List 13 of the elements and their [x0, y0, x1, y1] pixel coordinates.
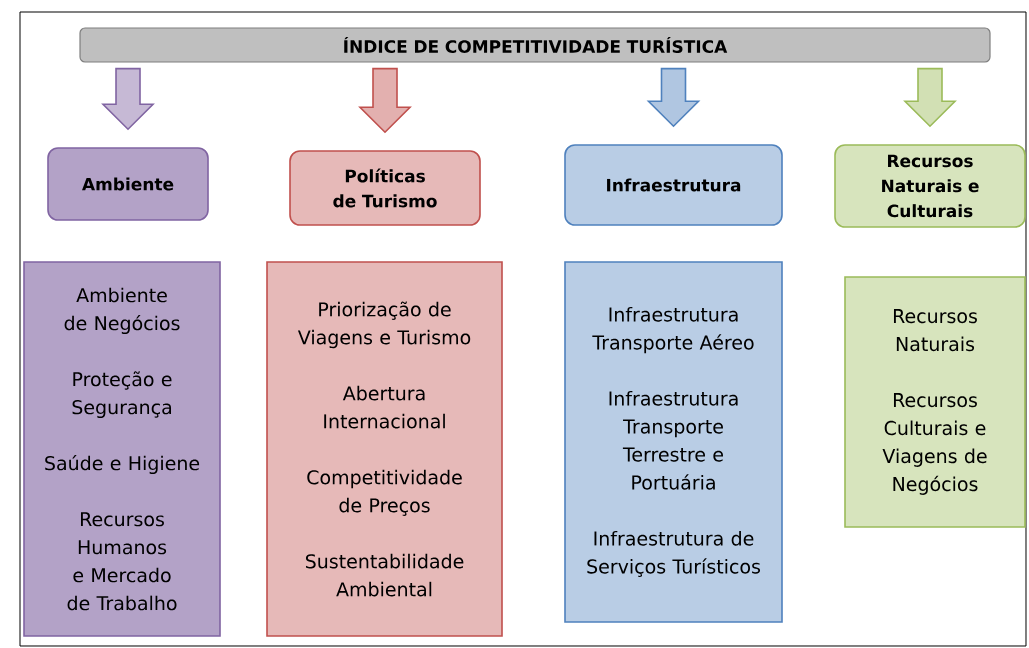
indicator-box: Priorização de Viagens e Turismo Abertura Internacional Competitividade de Preços Sustentabilidade Ambiental [266, 261, 503, 637]
indicator-box: Infraestrutura Transporte Aéreo Infraestrutura Transporte Terrestre e Portuária Infraestrutura de Serviços Turísticos [564, 261, 783, 623]
category-box: Recursos Naturais e Culturais [834, 144, 1026, 228]
block-arrow [646, 67, 701, 128]
indicator-box: Recursos Naturais Recursos Culturais e Viagens de Negócios [844, 276, 1026, 528]
category-box: Infraestrutura [564, 144, 783, 226]
block-arrow [903, 67, 957, 128]
block-arrow [358, 67, 412, 134]
category-box: Ambiente [47, 147, 209, 221]
title-bar: ÍNDICE DE COMPETITIVIDADE TURÍSTICA [79, 27, 991, 63]
category-box: Políticas de Turismo [289, 150, 481, 226]
indicator-box: Ambiente de Negócios Proteção e Segurança Saúde e Higiene Recursos Humanos e Mercado de Trabalho [23, 261, 221, 637]
block-arrow [101, 67, 155, 131]
